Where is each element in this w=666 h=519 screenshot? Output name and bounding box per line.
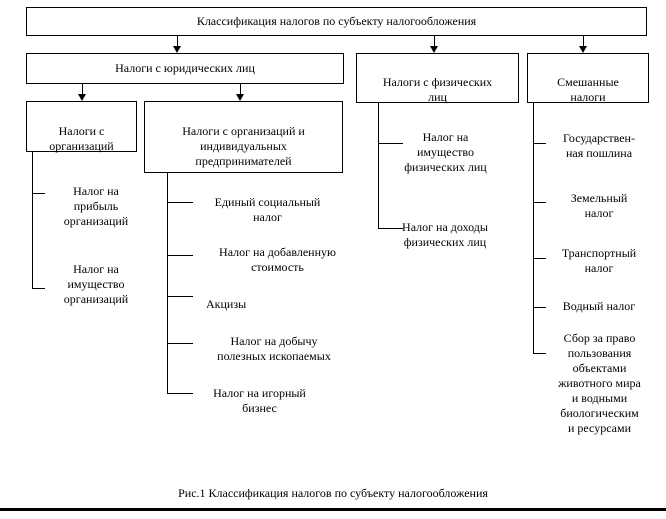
connector-line xyxy=(378,103,379,229)
connector-line xyxy=(177,36,178,47)
connector-line xyxy=(583,36,584,47)
leaf-item-mineral-extraction-tax: Налог на добычу полезных ископаемых xyxy=(217,334,331,363)
legal-entities-node-label: Налоги с юридических лиц xyxy=(115,61,255,75)
connector-tick xyxy=(32,193,45,194)
connector-tick xyxy=(167,393,193,394)
legal-entities-node-box: Налоги с юридических лиц xyxy=(26,53,344,84)
root-node-box: Классификация налогов по субъекту налого… xyxy=(26,7,647,36)
connector-tick xyxy=(167,343,193,344)
leaf-item-excises: Акцизы xyxy=(206,297,247,311)
leaf-item-wildlife-usage-fee: Сбор за право пользования объектами живо… xyxy=(558,331,641,435)
root-node-label: Классификация налогов по субъекту налого… xyxy=(196,14,477,28)
connector-tick xyxy=(32,288,45,289)
organizations-and-entrepreneurs-node-label: Налоги с организаций и индивидуальных пр… xyxy=(182,124,305,168)
connector-line xyxy=(434,36,435,47)
connector-tick xyxy=(533,143,546,144)
leaf-item-org-property-tax: Налог на имущество организаций xyxy=(63,262,129,306)
leaf-item-personal-income-tax: Налог на доходы физических лиц xyxy=(402,220,488,249)
leaf-item-profit-tax: Налог на прибыль организаций xyxy=(63,184,129,228)
figure-caption: Рис.1 Классификация налогов по субъекту … xyxy=(178,486,488,500)
connector-tick xyxy=(533,202,546,203)
connector-tick xyxy=(167,255,193,256)
connector-line xyxy=(82,84,83,95)
down-arrow-icon xyxy=(236,94,244,101)
organizations-node-label: Налоги с организаций xyxy=(49,124,114,153)
mixed-taxes-node-box: Смешанные налоги xyxy=(527,53,649,104)
down-arrow-icon xyxy=(173,46,181,53)
connector-tick xyxy=(167,296,193,297)
mixed-taxes-node-label: Смешанные налоги xyxy=(557,75,619,104)
leaf-item-transport-tax: Транспортный налог xyxy=(561,246,637,275)
connector-tick xyxy=(378,228,403,229)
down-arrow-icon xyxy=(579,46,587,53)
connector-tick xyxy=(167,202,193,203)
individuals-node-label: Налоги с физических лиц xyxy=(382,75,493,104)
organizations-and-entrepreneurs-node-box: Налоги с организаций и индивидуальных пр… xyxy=(144,101,343,173)
leaf-item-water-tax: Водный налог xyxy=(562,299,636,313)
leaf-item-unified-social-tax: Единый социальный налог xyxy=(214,195,321,224)
organizations-node-box: Налоги с организаций xyxy=(26,101,137,153)
connector-line xyxy=(240,84,241,95)
connector-line xyxy=(533,103,534,354)
down-arrow-icon xyxy=(78,94,86,101)
connector-tick xyxy=(533,258,546,259)
connector-tick xyxy=(378,143,403,144)
connector-line xyxy=(167,173,168,394)
connector-tick xyxy=(533,307,546,308)
leaf-item-vat: Налог на добавленную стоимость xyxy=(219,245,336,274)
leaf-item-personal-property-tax: Налог на имущество физических лиц xyxy=(404,130,487,174)
individuals-node-box: Налоги с физических лиц xyxy=(356,53,519,104)
connector-tick xyxy=(533,353,546,354)
leaf-item-land-tax: Земельный налог xyxy=(570,191,628,220)
bottom-divider xyxy=(0,508,666,511)
leaf-item-state-duty: Государствен- ная пошлина xyxy=(563,131,635,160)
connector-line xyxy=(32,152,33,289)
leaf-item-gambling-tax: Налог на игорный бизнес xyxy=(213,386,306,415)
down-arrow-icon xyxy=(430,46,438,53)
